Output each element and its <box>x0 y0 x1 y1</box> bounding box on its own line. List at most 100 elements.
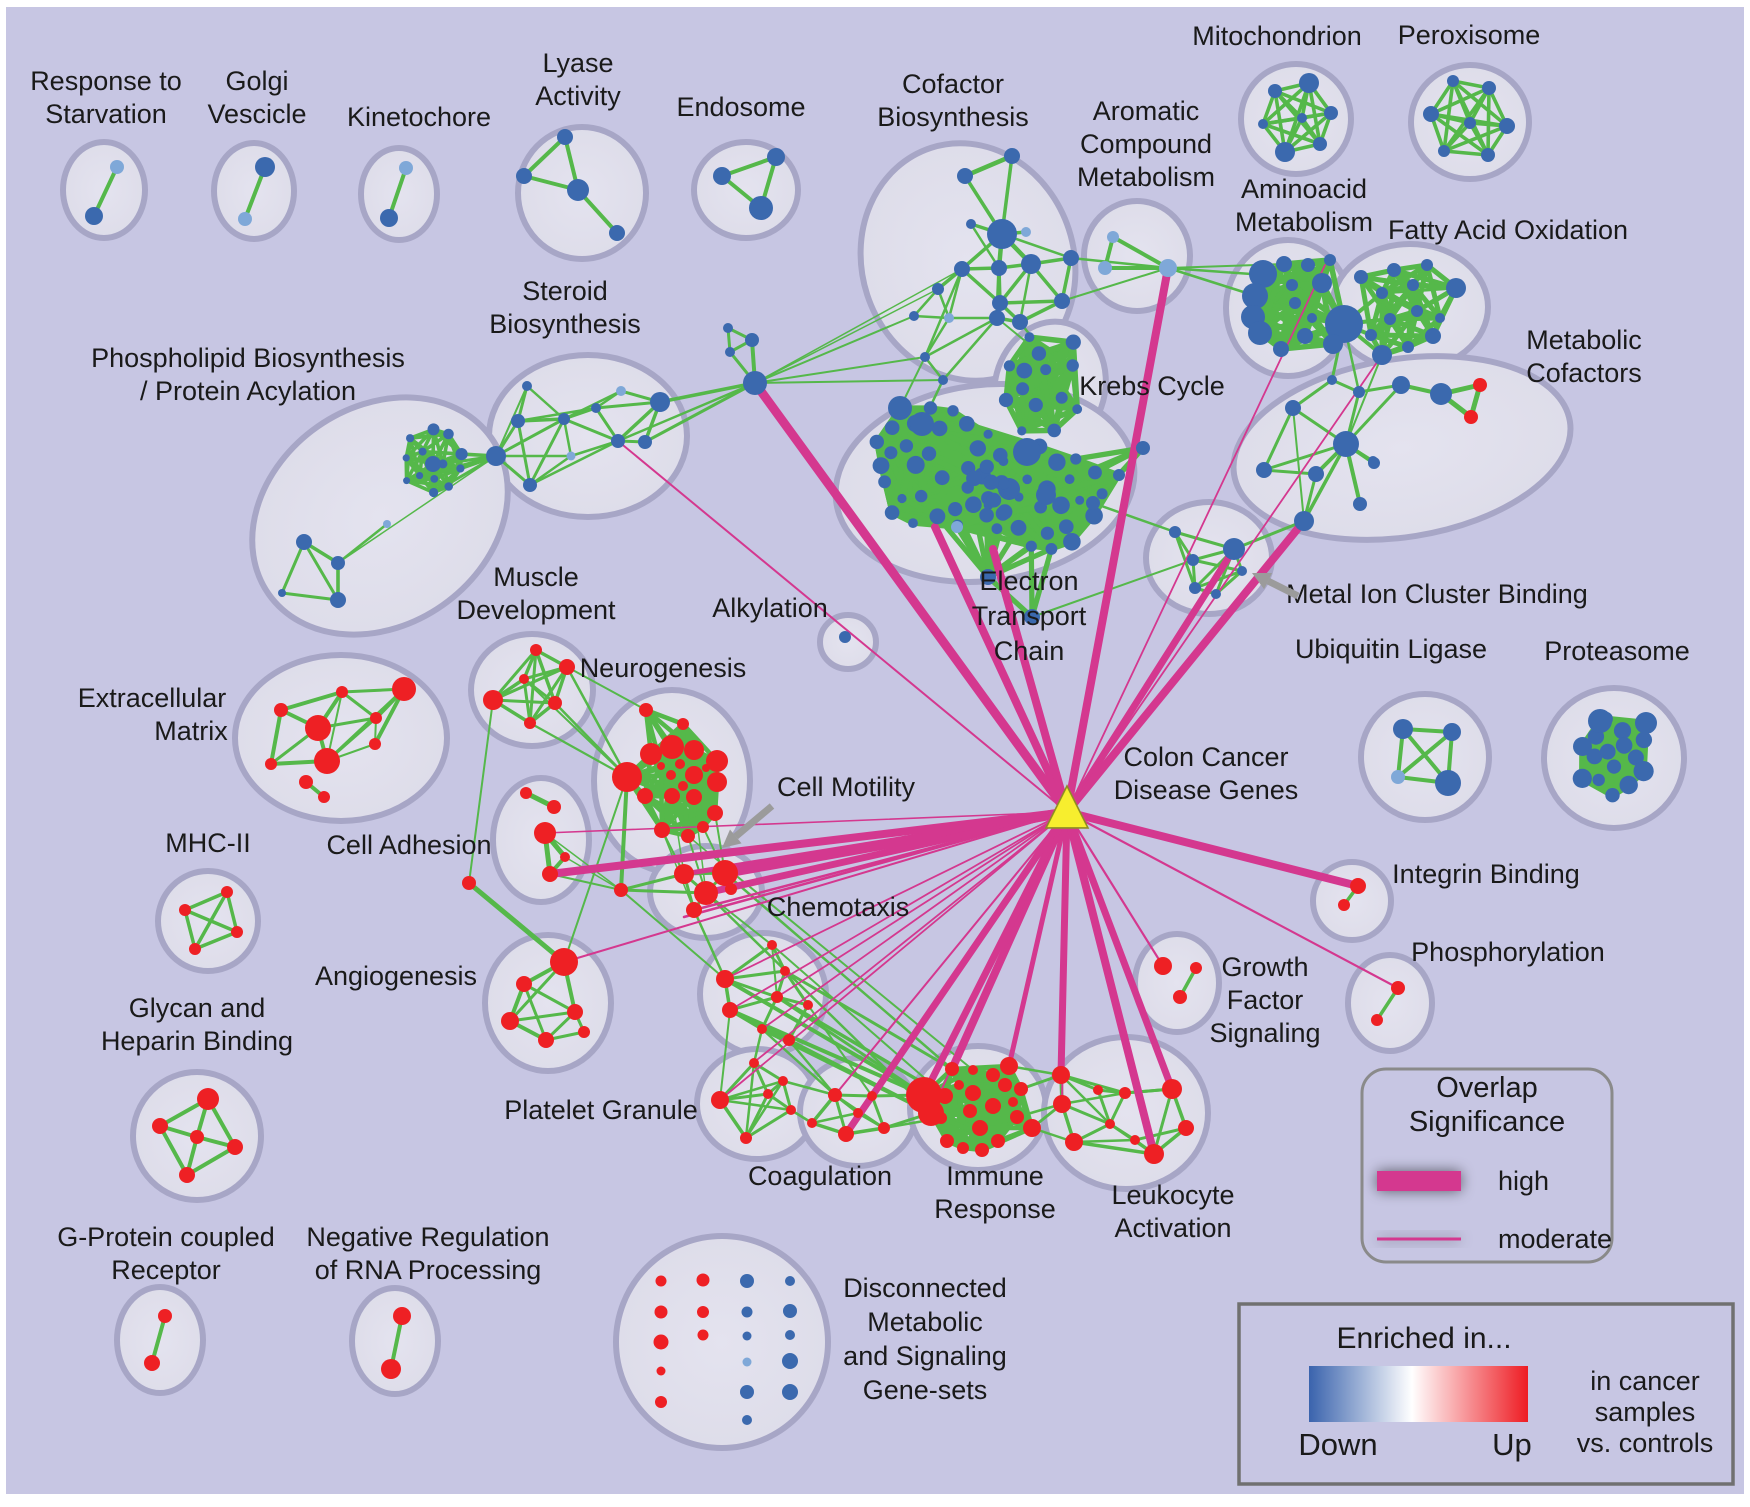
edge <box>1273 89 1333 115</box>
edge <box>491 698 557 705</box>
gene-set-node <box>1481 148 1495 162</box>
label-line: Chain <box>994 636 1065 666</box>
label-line: Activity <box>535 81 621 111</box>
edge <box>508 1010 577 1023</box>
gene-set-node <box>1237 566 1247 576</box>
edge <box>744 1061 756 1140</box>
gene-set-node <box>296 534 312 550</box>
gene-set-node <box>1065 1133 1083 1151</box>
gene-set-node <box>785 1276 795 1286</box>
label-line: Growth <box>1221 952 1308 982</box>
cluster-label-alkylation: Alkylation <box>712 593 828 623</box>
gene-set-node <box>486 446 506 466</box>
gene-set-node <box>1333 431 1359 457</box>
cluster-label-cell-motility: Cell Motility <box>777 772 916 802</box>
gene-set-node <box>567 179 589 201</box>
gene-set-node <box>1324 106 1338 120</box>
overlap-edge-moderate <box>724 811 1068 980</box>
cluster-nodes-mhc-ii <box>179 886 243 955</box>
overlap-edge-high <box>1063 808 1158 1158</box>
gene-set-node <box>655 1396 667 1408</box>
label-line: Metabolism <box>1077 162 1215 192</box>
cluster-label-chemotaxis: Chemotaxis <box>767 892 910 922</box>
edge <box>569 439 620 458</box>
edge <box>1069 256 1170 270</box>
gene-set-node <box>706 750 728 772</box>
gene-set-node <box>1119 1087 1131 1099</box>
gene-set-node <box>656 1366 666 1376</box>
edge <box>1061 267 1169 302</box>
edge <box>1060 1091 1127 1106</box>
gene-set-node <box>778 1076 788 1086</box>
gene-set-node <box>1086 496 1100 510</box>
gene-set-node <box>677 718 689 730</box>
label-line: Signaling <box>1209 1018 1320 1048</box>
edge <box>1073 456 1096 506</box>
cluster-nodes-metal-ion-cluster-binding <box>1169 526 1247 599</box>
edge <box>1152 1087 1174 1156</box>
edge <box>562 417 620 443</box>
gene-set-node <box>430 475 439 483</box>
edge <box>889 509 960 530</box>
edge <box>1029 546 1055 620</box>
gene-set-node <box>189 943 201 955</box>
gene-set-node <box>429 487 439 498</box>
label-line: and Signaling <box>843 1341 1007 1371</box>
overlap-edge-moderate <box>617 440 1068 813</box>
edge <box>619 888 708 895</box>
gene-set-node <box>538 1032 554 1048</box>
edge <box>491 648 538 702</box>
gene-set-node <box>522 381 532 391</box>
gene-set-node <box>1066 359 1079 372</box>
edge <box>616 381 757 443</box>
edge <box>752 1061 770 1096</box>
gene-set-node <box>1606 759 1622 774</box>
gene-set-node <box>1159 259 1177 277</box>
gene-set-node <box>1064 474 1075 485</box>
gene-set-node <box>986 492 1002 508</box>
panel-rect <box>1360 1067 1614 1264</box>
overlap-edge-moderate <box>1066 354 1383 813</box>
gene-set-node <box>1635 712 1657 734</box>
gene-set-node <box>884 505 900 520</box>
gene-set-node <box>530 644 542 656</box>
edge <box>923 316 999 359</box>
gene-set-node <box>915 489 928 503</box>
edge <box>1232 519 1306 551</box>
edge <box>1002 509 1055 552</box>
edge <box>1396 730 1454 779</box>
gene-set-node <box>991 1134 1005 1148</box>
label-line: Coagulation <box>748 1161 892 1191</box>
label-line: Electron <box>979 566 1078 596</box>
gene-set-node <box>443 428 454 440</box>
gene-set-node <box>954 261 970 277</box>
edge <box>1292 407 1305 522</box>
gene-set-node <box>872 457 890 474</box>
edge <box>279 690 344 712</box>
gene-set-node <box>637 788 653 804</box>
gene-set-node <box>1021 227 1031 237</box>
gene-set-node <box>1024 332 1035 343</box>
edge <box>565 665 629 779</box>
edge <box>1289 257 1333 288</box>
gene-set-node <box>741 1306 753 1318</box>
edge <box>744 1079 785 1140</box>
gene-set-node <box>932 283 944 295</box>
gene-set-node <box>897 493 907 504</box>
label-line: Metabolism <box>1235 207 1373 237</box>
gene-set-node <box>707 772 727 792</box>
cluster-ellipse-extracellular-matrix <box>232 652 450 824</box>
gene-set-node <box>786 1105 796 1115</box>
label-line: Endosome <box>676 92 805 122</box>
gene-set-node <box>144 1355 160 1371</box>
gene-set-node <box>1376 287 1388 299</box>
overlap-edge-moderate <box>776 811 1068 998</box>
edge <box>760 1027 837 1097</box>
edge <box>810 1111 860 1125</box>
gene-set-node <box>227 1139 243 1155</box>
gene-set-node <box>1294 511 1314 531</box>
